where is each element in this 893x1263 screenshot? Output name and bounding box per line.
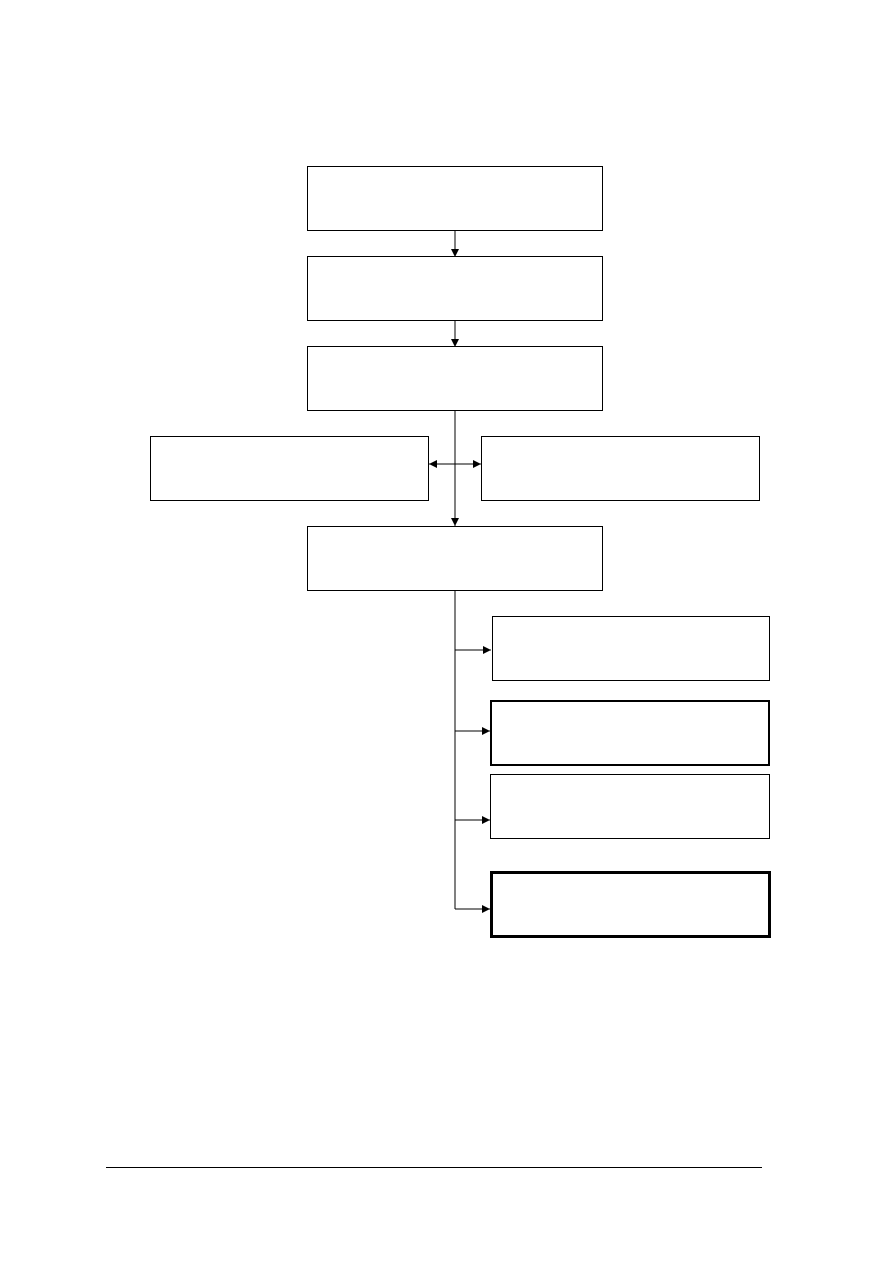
flow-box-step-4 bbox=[307, 526, 603, 591]
footer-rule bbox=[106, 1167, 762, 1168]
flow-box-outcome-3 bbox=[490, 774, 770, 839]
flow-box-side-right bbox=[481, 436, 760, 501]
flow-box-side-left bbox=[150, 436, 429, 501]
flow-box-step-3 bbox=[307, 346, 603, 411]
flow-box-step-2 bbox=[307, 256, 603, 321]
flow-box-outcome-1 bbox=[492, 616, 770, 681]
flow-box-step-1 bbox=[307, 166, 603, 231]
flow-box-outcome-2 bbox=[490, 700, 770, 766]
flow-box-outcome-4 bbox=[490, 871, 771, 938]
